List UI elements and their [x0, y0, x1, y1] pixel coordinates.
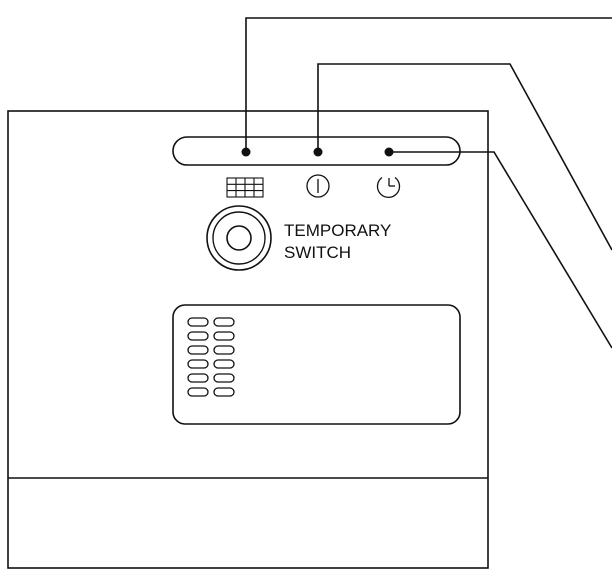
vent-slot	[213, 387, 235, 397]
vent-slot	[213, 373, 235, 383]
vent-slot	[213, 331, 235, 341]
vent-slot	[213, 359, 235, 369]
indicator-strip	[172, 136, 461, 166]
vent-slot	[187, 317, 209, 327]
leader-line-timer	[389, 151, 612, 349]
temporary-switch-label-line1: TEMPORARY	[284, 221, 391, 240]
grid-icon	[226, 177, 264, 198]
vent-panel	[172, 304, 461, 425]
unit-body	[7, 110, 489, 569]
leader-line-operation	[317, 63, 612, 251]
leader-line-defrost	[245, 17, 612, 152]
vent-slot	[187, 387, 209, 397]
temporary-switch-label-line2: SWITCH	[284, 243, 351, 262]
vent-slot	[187, 359, 209, 369]
vent-slots	[187, 317, 235, 397]
temporary-switch-button[interactable]	[206, 205, 272, 271]
vent-slot	[187, 373, 209, 383]
vent-slot	[213, 345, 235, 355]
power-icon	[306, 174, 330, 198]
vent-slot	[187, 331, 209, 341]
timer-icon	[376, 176, 401, 199]
vent-slot	[213, 317, 235, 327]
vent-slot	[187, 345, 209, 355]
